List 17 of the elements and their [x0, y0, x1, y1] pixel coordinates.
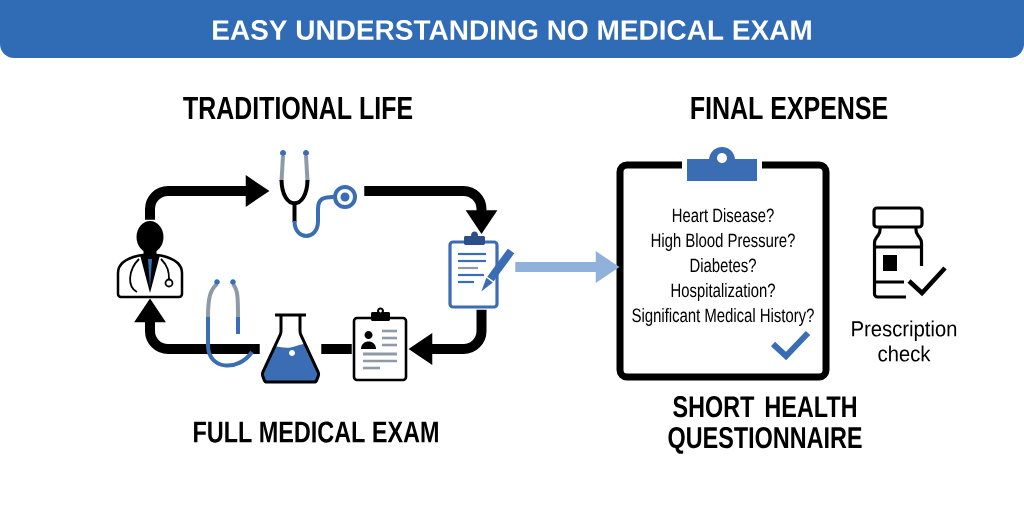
title-banner: EASY UNDERSTANDING NO MEDICAL EXAM — [0, 0, 1024, 58]
heading: TRADITIONAL LIFE — [183, 96, 413, 120]
heading: FULL MEDICAL EXAM — [194, 421, 438, 443]
clipboard: Heart Disease? High Blood Pressure? Diabetes? Hospitalization? Significant Medical History? — [616, 147, 830, 381]
node-label: Significant Medical History? — [632, 307, 814, 327]
clipboard-pencil-icon — [448, 231, 515, 309]
flask-icon — [261, 313, 320, 384]
node-label: High Blood Pressure? — [651, 232, 795, 252]
node-label: Hospitalization? — [671, 282, 775, 302]
node-label: Diabetes? — [690, 257, 756, 273]
patient-record-icon — [352, 307, 408, 382]
stethoscope-icon — [279, 150, 357, 238]
doctor-icon — [116, 221, 184, 299]
node-label: Heart Disease? — [672, 207, 774, 223]
connector-line — [321, 344, 352, 354]
heading: FINAL EXPENSE — [691, 96, 888, 120]
caption: Prescription check — [852, 320, 957, 362]
